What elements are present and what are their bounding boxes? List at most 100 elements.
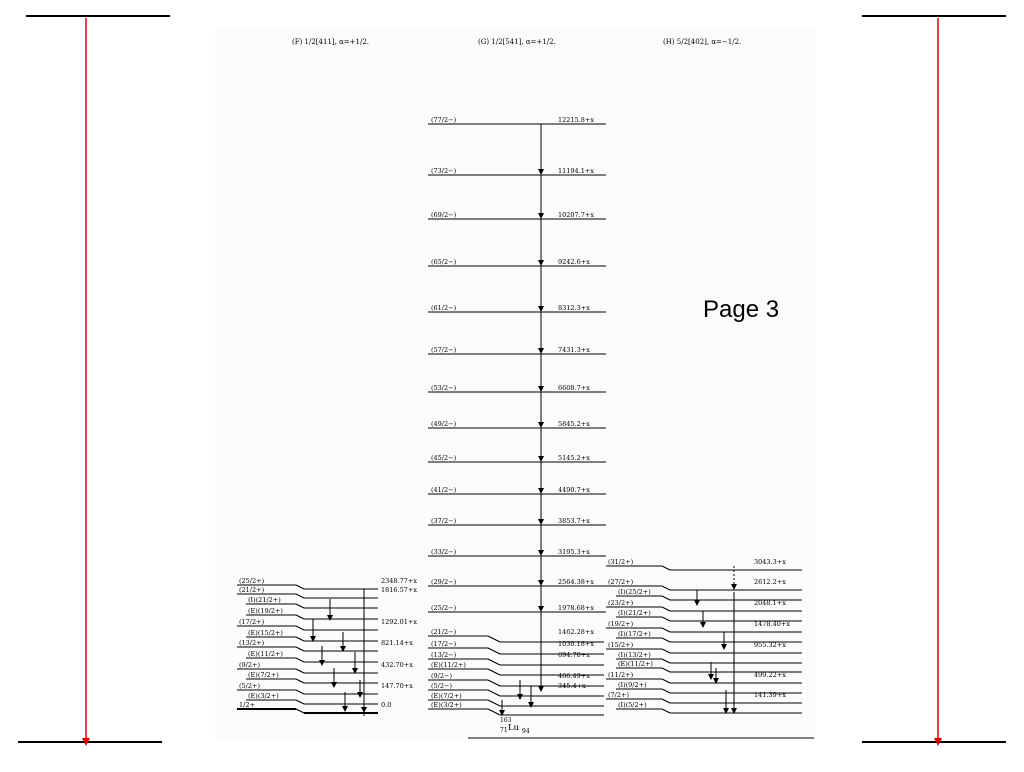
band-g-transition-arrowhead [528,702,534,708]
band-h-level-kink [661,637,671,643]
band-f-spin-label: (E)(3/2+) [248,692,279,700]
band-h-transition-arrowhead [694,600,700,606]
band-g-transition-arrowhead [499,710,505,716]
band-f-level-kink [295,614,305,620]
band-f-level-kink [295,678,305,684]
band-g-energy-label: 6608.7+x [558,384,590,392]
band-g-level-kink [487,679,501,687]
band-h-main-transition-arrowhead [731,708,737,714]
band-g-spin-label: (E)(3/2+) [431,701,462,709]
band-g-transition-arrowhead [538,169,544,175]
band-g-spin-label: (49/2−) [431,420,457,428]
page-label: Page 3 [703,296,780,323]
band-h-energy-label: 955.32+x [754,641,786,649]
band-f-energy-label: 432.70+x [381,661,413,669]
band-g-transition-arrowhead [538,686,544,692]
band-g-energy-label: 12215.8+x [558,116,594,124]
band-h-level-kink [661,565,671,571]
band-h-level-kink [661,678,671,684]
band-h-level-kink [661,667,671,673]
band-f-main-transition-arrowhead [361,707,367,713]
band-h-spin-label: (E)(11/2+) [618,660,653,668]
band-f-spin-label: (E)(19/2+) [248,607,283,615]
band-g-spin-label: (77/2−) [431,116,457,124]
band-g-transition-arrowhead [538,606,544,612]
band-f-level-kink [295,708,305,714]
nucleus-mass-number: 163 [500,717,512,724]
band-h-energy-label: 499.22+x [754,671,786,679]
band-g-energy-label: 466.49+x [558,672,590,680]
band-g-transition-arrowhead [538,348,544,354]
band-g-spin-label: (37/2−) [431,517,457,525]
band-f-spin-label: 1/2+ [239,701,255,709]
band-g-level-kink [487,658,501,666]
band-g-spin-label: (73/2−) [431,167,457,175]
band-g-transition-arrowhead [538,386,544,392]
band-g-transition-arrowhead [538,213,544,219]
band-h-level-kink [661,595,671,601]
band-f-spin-label: (5/2+) [239,682,260,690]
band-g-transition-arrowhead [538,550,544,556]
band-h-spin-label: (15/2+) [608,641,634,649]
band-h-energy-label: 2612.2+x [754,578,786,586]
right-red-arrow-head [934,738,942,746]
nucleus-neutron-number: 94 [522,728,530,735]
band-g-spin-label: (9/2−) [431,672,452,680]
band-h-spin-label: (I)(9/2+) [618,681,647,689]
band-g-energy-label: 8312.3+x [558,304,590,312]
band-f-transition-arrowhead [357,692,363,698]
band-h-spin-label: (23/2+) [608,599,634,607]
band-f-transition-arrowhead [327,615,333,621]
band-f-level-kink [295,689,305,695]
band-h-level-kink [661,585,671,591]
band-g-transition-arrowhead [538,306,544,312]
band-h-energy-label: 1478.40+x [754,620,790,628]
band-h-spin-label: (31/2+) [608,558,634,566]
band-g-energy-label: 1978.68+x [558,604,594,612]
left-red-arrow-head [82,738,90,746]
band-f-spin-label: (I)(21/2+) [248,596,281,604]
band-g-energy-label: 3195.3+x [558,548,590,556]
band-h-level-kink [661,688,671,694]
band-g-energy-label: 11194.1+x [558,167,594,175]
band-g-energy-label: 7431.3+x [558,346,590,354]
band-h-level-kink [661,698,671,704]
band-h-title: (H) 5/2[402], α=−1/2. [663,38,741,46]
band-g-energy-label: 5845.2+x [558,420,590,428]
band-g-energy-label: 4490.7+x [558,486,590,494]
band-f-spin-label: (13/2+) [239,639,265,647]
band-f-transition-arrowhead [352,668,358,674]
band-h-level-kink [661,616,671,622]
band-f-transition-arrowhead [319,660,325,666]
band-h-spin-label: (I)(25/2+) [618,588,651,596]
band-f-spin-label: (25/2+) [239,577,265,585]
band-g-transition-arrowhead [538,519,544,525]
band-h-spin-label: (19/2+) [608,620,634,628]
band-h-level-kink [661,627,671,633]
band-f-level-kink [295,593,305,599]
band-f-spin-label: (9/2+) [239,661,260,669]
band-h-spin-label: (I)(5/2+) [618,701,647,709]
band-g-level-kink [487,708,501,716]
nucleus-atomic-number: 71 [500,727,508,734]
band-f-transition-arrowhead [331,682,337,688]
band-g-level-kink [487,647,501,655]
band-g-level-kink [487,635,501,643]
band-h-transition-arrowhead [713,678,719,684]
band-g-spin-label: (45/2−) [431,454,457,462]
band-f-energy-label: 147.70+x [381,682,413,690]
band-h-spin-label: (I)(21/2+) [618,609,651,617]
band-f-energy-label: 1292.01+x [381,618,417,626]
band-f-level-kink [295,636,305,642]
nucleus-symbol: Lu [508,723,520,733]
band-g-transition-arrowhead [538,422,544,428]
band-f-level-kink [295,657,305,663]
band-f-energy-label: 0.0 [381,701,391,709]
band-g-transition-arrowhead [538,260,544,266]
band-f-spin-label: (E)(11/2+) [248,650,283,658]
band-h-spin-label: (7/2+) [608,691,629,699]
band-h-spin-label: (I)(17/2+) [618,630,651,638]
band-g-level-kink [487,668,501,676]
band-f-level-kink [295,668,305,674]
band-f-transition-arrowhead [340,646,346,652]
